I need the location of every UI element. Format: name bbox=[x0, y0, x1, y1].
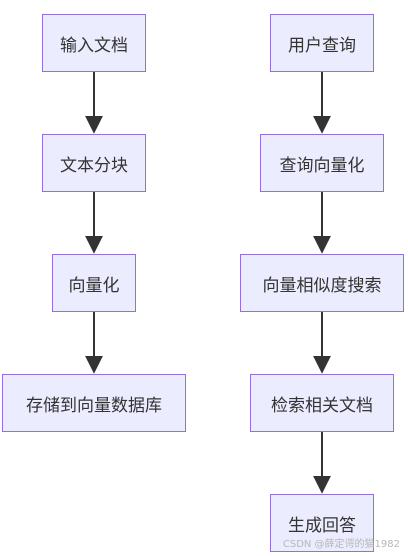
node-retrieve-documents: 检索相关文档 bbox=[250, 374, 394, 432]
node-vector-similarity-search: 向量相似度搜索 bbox=[240, 254, 404, 312]
node-store-vector-db: 存储到向量数据库 bbox=[2, 374, 186, 432]
node-vectorize: 向量化 bbox=[52, 254, 136, 312]
node-text-chunking: 文本分块 bbox=[42, 134, 146, 192]
watermark-text: CSDN @薛定谔的猫1982 bbox=[282, 539, 400, 550]
node-generate-answer: 生成回答 bbox=[270, 494, 374, 552]
node-input-documents: 输入文档 bbox=[42, 14, 146, 72]
node-user-query: 用户查询 bbox=[270, 14, 374, 72]
node-query-vectorize: 查询向量化 bbox=[260, 134, 384, 192]
